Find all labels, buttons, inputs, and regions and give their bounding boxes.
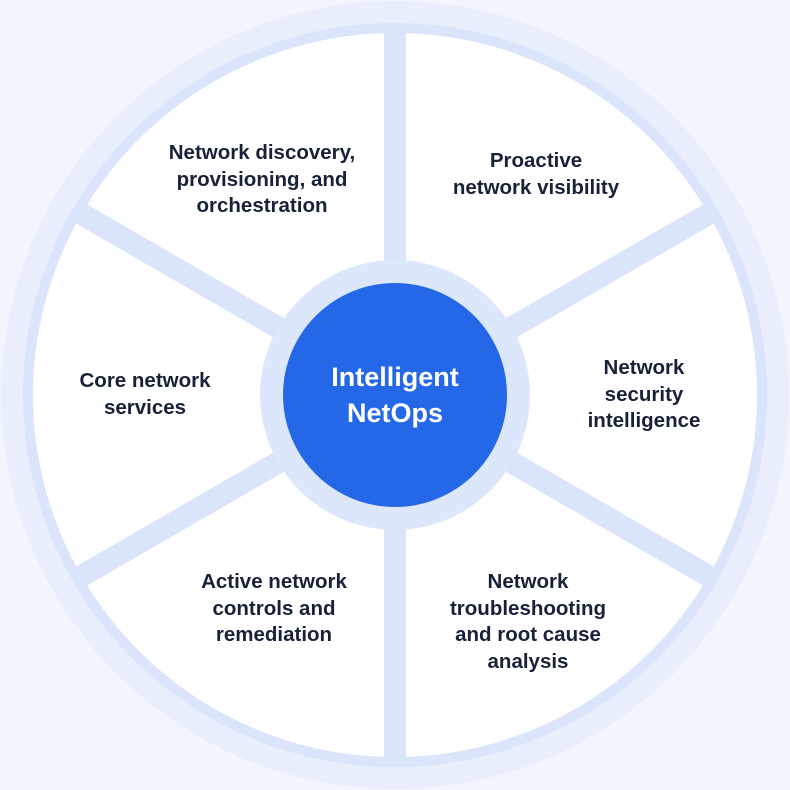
segment-label-core-services: Core network services <box>79 369 211 419</box>
segment-security <box>406 414 703 757</box>
segment-label-visibility: Proactive network visibility <box>452 149 620 199</box>
segment-label-security: Network security intelligence <box>587 356 701 432</box>
segments-layer <box>32 33 758 757</box>
segment-core-services <box>87 33 384 376</box>
segment-label-troubleshooting: Network troubleshooting and root cause a… <box>449 570 606 673</box>
segment-visibility <box>417 223 758 567</box>
segment-discovery <box>406 33 703 376</box>
segment-controls <box>32 223 374 567</box>
segment-label-discovery: Network discovery, provisioning, and orc… <box>168 141 356 217</box>
hub-circle <box>283 283 507 507</box>
segment-label-controls: Active network controls and remediation <box>201 570 347 646</box>
segment-troubleshooting <box>87 414 384 757</box>
hub-label: Intelligent NetOps <box>331 362 459 428</box>
